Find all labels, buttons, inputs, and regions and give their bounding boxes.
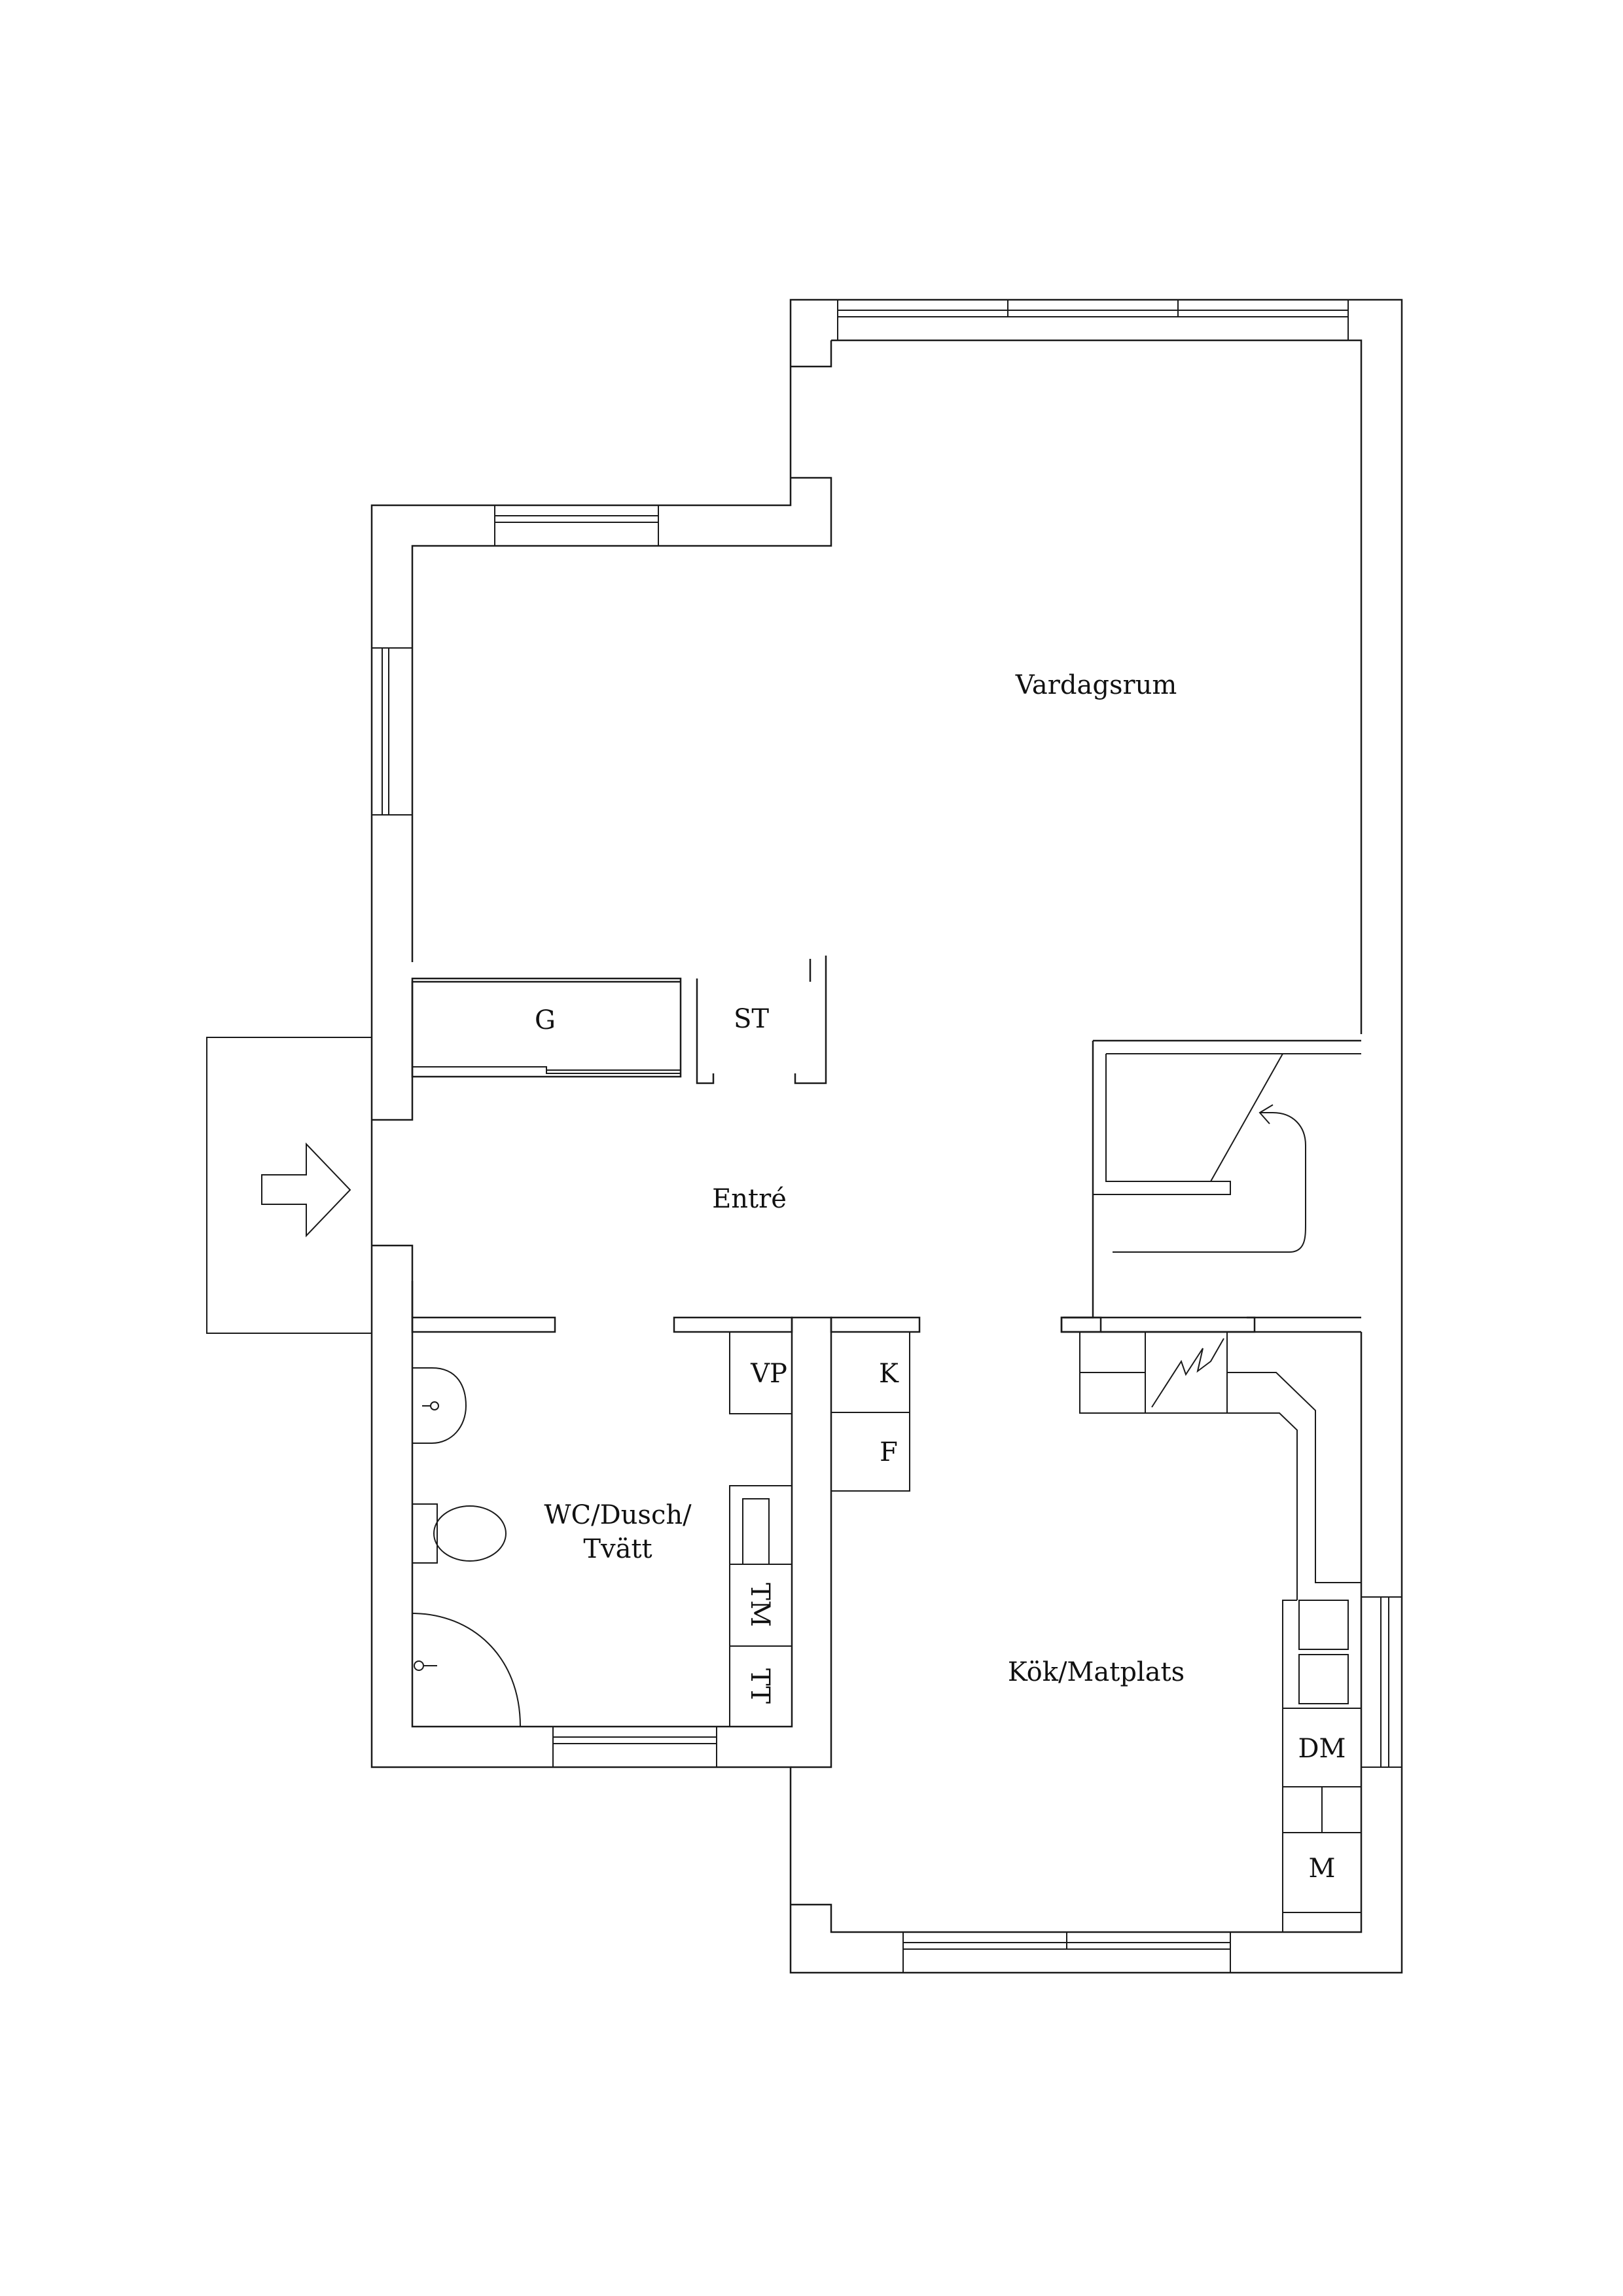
- fixture-label-fridge: K: [879, 1359, 899, 1389]
- fixture-label-washer: TM: [745, 1583, 775, 1627]
- fixture-label-dryer: TT: [745, 1668, 775, 1704]
- room-label-living: Vardagsrum: [1015, 670, 1177, 700]
- fixture-label-water-heater: VP: [750, 1359, 787, 1389]
- fixture-label-wardrobe: G: [535, 1005, 556, 1035]
- room-label-bathroom-line1: WC/Dusch/: [544, 1500, 692, 1530]
- exterior-walls: [370, 298, 1403, 1974]
- bathroom-fixtures: [412, 1331, 793, 1727]
- fixture-label-dishwasher: DM: [1298, 1734, 1346, 1764]
- staircase: [1060, 1039, 1361, 1333]
- fixture-label-microwave: M: [1309, 1854, 1336, 1884]
- entrance-arrow-icon: [261, 1142, 351, 1238]
- bathroom-walls: [411, 1316, 793, 1333]
- room-label-bathroom-line2: Tvätt: [583, 1534, 652, 1564]
- entrance-stoop: [206, 1037, 372, 1334]
- room-label-kitchen: Kök/Matplats: [1008, 1657, 1185, 1687]
- fixture-label-storage: ST: [734, 1004, 769, 1034]
- room-label-entry: Entré: [712, 1184, 787, 1214]
- closets: [411, 956, 827, 1085]
- kitchen-fixtures: [830, 1316, 1361, 1932]
- fixture-label-freezer: F: [880, 1437, 898, 1467]
- windows: [371, 299, 1402, 1973]
